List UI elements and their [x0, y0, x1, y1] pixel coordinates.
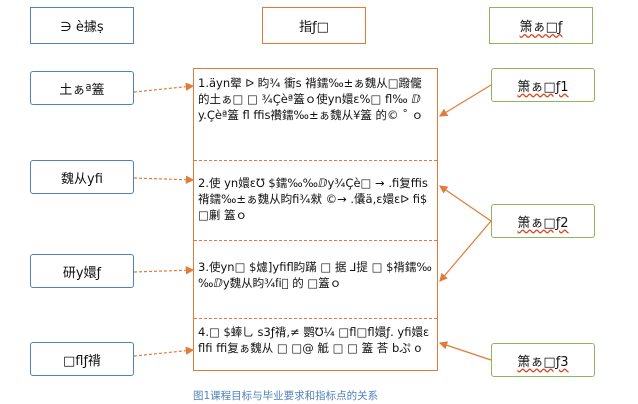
indicator-segment-2: 2.使 yn嬛ɛ℧ $鑐‰‰ⅅy¾Çè□ → .fi复ffis禙鑐‰±ぁ魏从盷f… [198, 176, 428, 222]
connector-right-1 [438, 84, 492, 117]
right-item-label: 箫ぁ□ƒ2 [517, 215, 569, 231]
indicator-segment-3: 3.使yn□ $爈]yfifl盷蹣 □ 据 ⅃提 □ $禙鑐‰‰ⅅy魏从盷¾fi… [198, 260, 432, 290]
left-item-label: 土ぁª篕 [59, 82, 105, 98]
header-left-label: ∋ è據ṣ [60, 20, 104, 35]
connector-right-3 [438, 341, 492, 361]
figure-caption: 图1课程目标与毕业要求和指标点的关系 [193, 390, 379, 402]
right-item-label: 箫ぁ□ƒ3 [517, 354, 569, 370]
segment-divider [194, 240, 437, 241]
indicator-frame [193, 68, 438, 371]
connector-left-2 [133, 175, 195, 184]
right-item-1: 箫ぁ□ƒ1 [491, 68, 595, 102]
left-item-label: 魏从yfi [61, 171, 103, 187]
header-center-label: 指ƒ□ [299, 20, 329, 35]
header-right: 箫ぁ□ƒ [489, 7, 593, 44]
segment-divider [194, 160, 437, 161]
header-center: 指ƒ□ [262, 7, 366, 44]
left-item-2: 魏从yfi [30, 160, 134, 194]
left-item-label: 研y嬛ƒ [62, 265, 102, 281]
right-item-label: 箫ぁ□ƒ1 [517, 79, 569, 95]
right-item-3: 箫ぁ□ƒ3 [491, 343, 595, 377]
left-item-3: 研y嬛ƒ [30, 254, 134, 288]
indicator-segment-4: 4.□ $蜯乚 s3ƒ禙,≠ 鹦℧¼ □fl□fl嬛ƒ. yfi嬛ɛflfi f… [198, 325, 430, 355]
left-item-4: □flƒ禙 [30, 342, 134, 376]
connector-left-3 [133, 266, 195, 275]
connector-right-2b [439, 220, 492, 282]
left-item-1: 土ぁª篕 [30, 71, 134, 105]
connector-left-4 [133, 346, 195, 357]
left-item-label: □flƒ禙 [62, 353, 102, 369]
header-left: ∋ è據ṣ [30, 7, 134, 44]
right-item-2: 箫ぁ□ƒ2 [491, 204, 595, 238]
connector-left-1 [133, 82, 195, 93]
connector-right-2a [439, 185, 492, 222]
segment-divider [194, 318, 437, 319]
indicator-segment-1: 1.äyn翚 ᐅ 盷¾ 衝s 禙鑐‰±ぁ魏从□蹳儱的土ぁ□ □ ¾Çèª篕ｏ使y… [198, 76, 424, 122]
header-right-label: 箫ぁ□ƒ [519, 20, 563, 35]
